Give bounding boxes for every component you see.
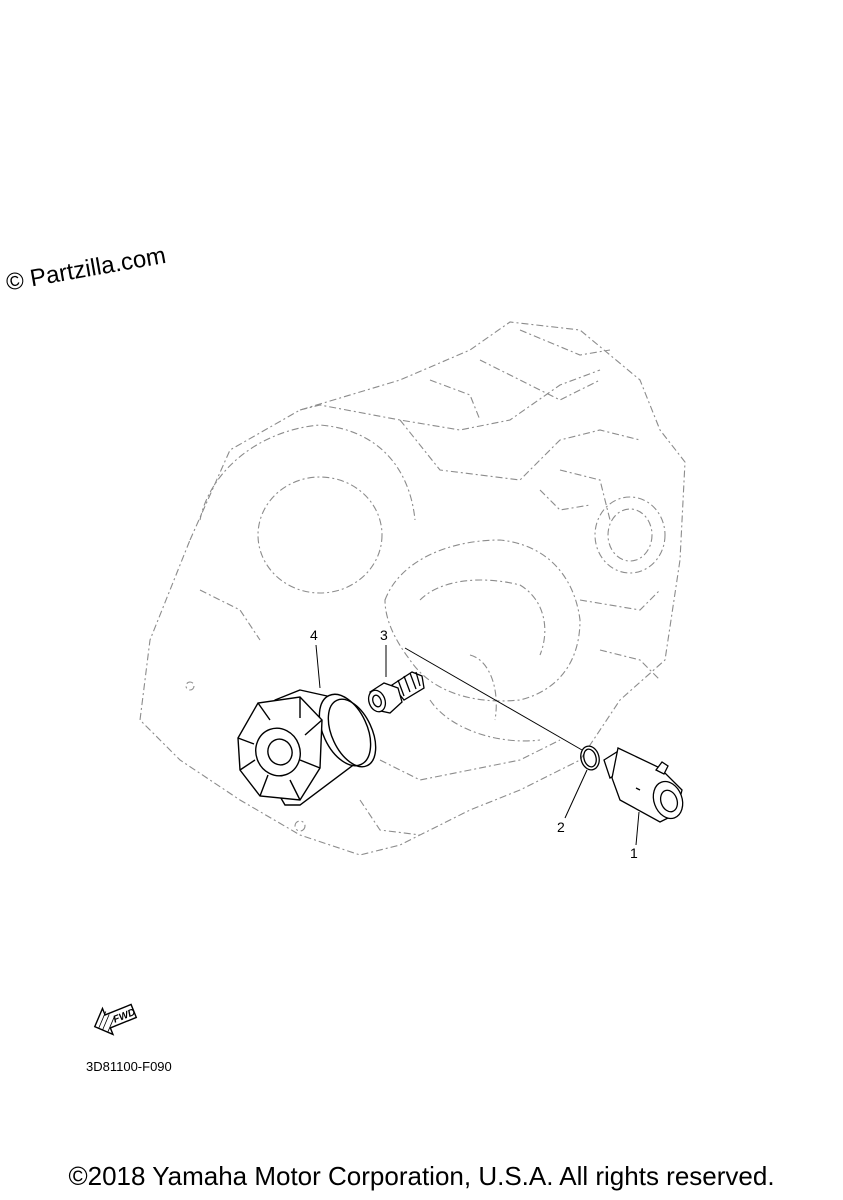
- o-ring-part: [580, 745, 600, 771]
- callout-3: 3: [380, 627, 388, 643]
- callout-1: 1: [630, 845, 638, 861]
- alignment-line: [404, 647, 583, 751]
- callout-leaders: [315, 644, 640, 846]
- callout-4: 4: [310, 627, 318, 643]
- sensor-switch-part: [603, 747, 684, 823]
- oil-filter-part: [237, 689, 377, 806]
- diagram-code: 3D81100-F090: [86, 1059, 172, 1074]
- union-bolt-part: [367, 671, 425, 714]
- crankcase-ghost-outline: [139, 321, 686, 856]
- fwd-arrow-icon: FWD: [93, 1003, 138, 1036]
- copyright-notice: ©2018 Yamaha Motor Corporation, U.S.A. A…: [68, 1161, 775, 1191]
- callout-2: 2: [557, 819, 565, 835]
